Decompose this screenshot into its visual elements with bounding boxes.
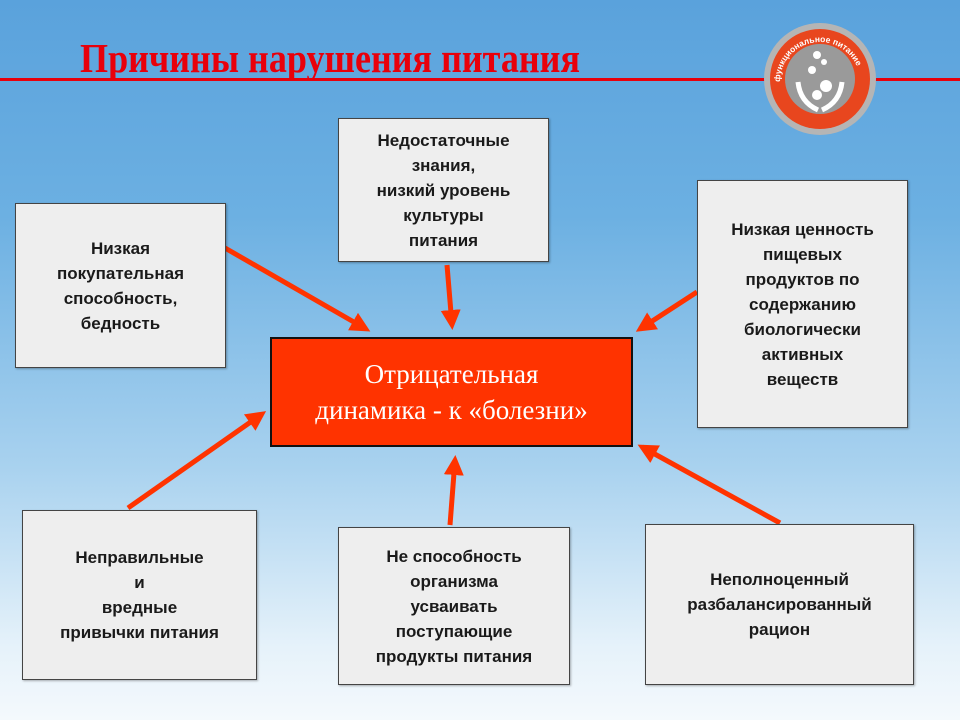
page-title: Причины нарушения питания xyxy=(80,35,580,81)
arrow-6 xyxy=(637,444,782,526)
logo: функциональное питание xyxy=(764,23,876,135)
cause-box-diet: Неполноценный разбалансированный рацион xyxy=(645,524,914,685)
arrow-1 xyxy=(223,245,371,332)
title-underline xyxy=(0,78,960,81)
cause-box-food-value: Низкая ценность пищевых продуктов по сод… xyxy=(697,180,908,428)
arrow-3 xyxy=(635,289,699,332)
arrow-2 xyxy=(440,264,461,330)
arrow-5 xyxy=(443,455,464,526)
arrow-4 xyxy=(126,411,267,511)
cause-box-knowledge: Недостаточные знания, низкий уровень кул… xyxy=(338,118,549,262)
central-effect-box: Отрицательная динамика - к «болезни» xyxy=(270,337,633,447)
cause-box-poverty: Низкая покупательная способность, беднос… xyxy=(15,203,226,368)
cause-box-habits: Неправильные и вредные привычки питания xyxy=(22,510,257,680)
cause-box-absorption: Не способность организма усваивать посту… xyxy=(338,527,570,685)
